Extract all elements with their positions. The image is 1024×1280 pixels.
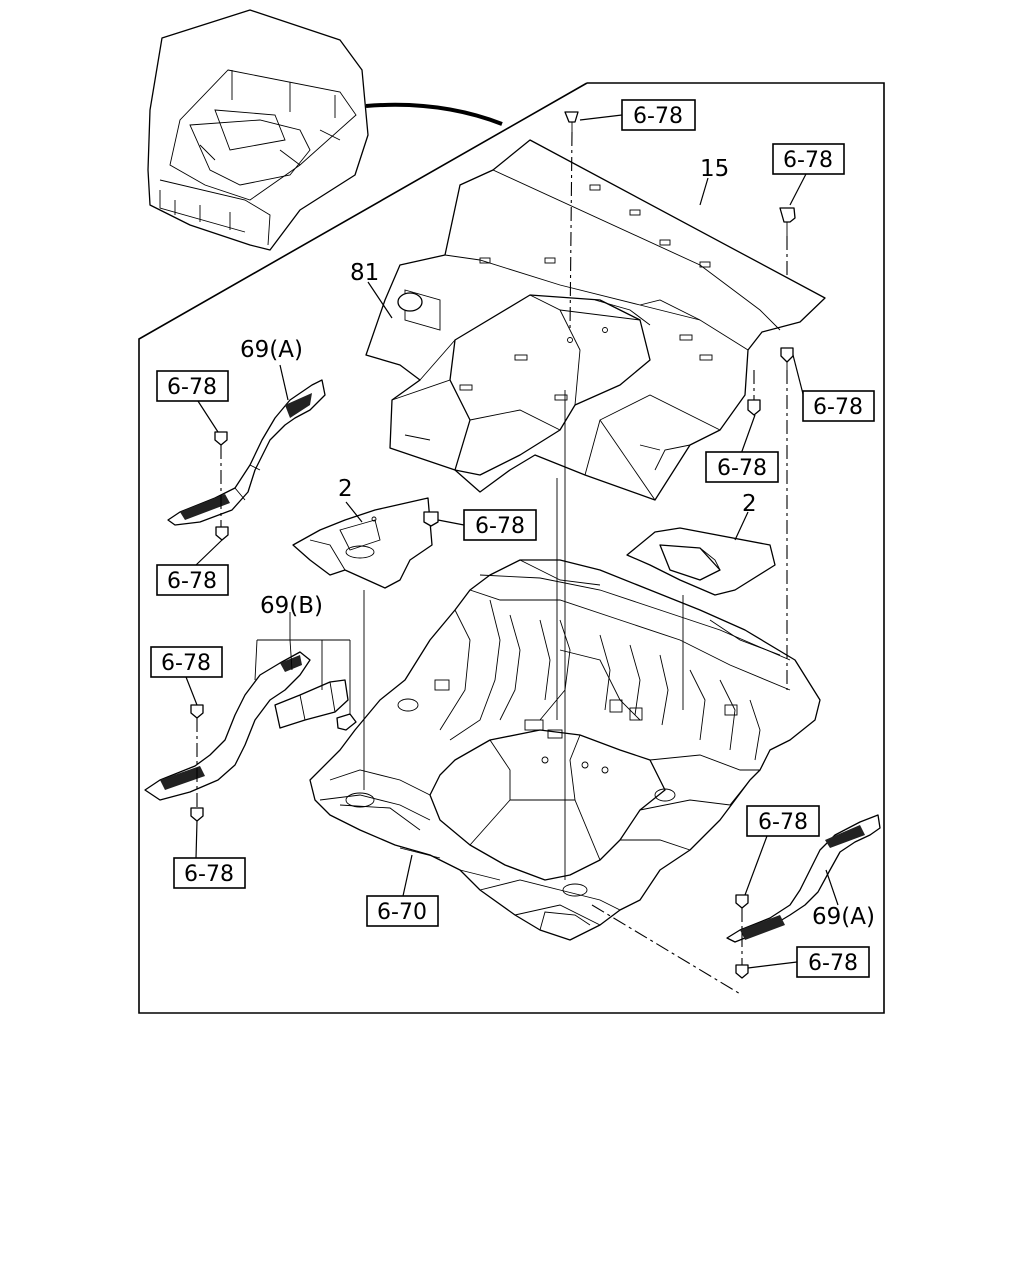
diagram-frame: [138, 82, 885, 1014]
svg-text:6-78: 6-78: [475, 514, 525, 539]
ref-box-right-bottom-upper[interactable]: 6-78: [746, 805, 820, 837]
ref-box-right-bottom-lower[interactable]: 6-78: [796, 946, 870, 978]
part-number-2-left: 2: [338, 476, 353, 502]
upper-floor-panel-15-81: [365, 139, 826, 501]
part-number-81: 81: [350, 260, 379, 286]
ref-box-left-b-top[interactable]: 6-78: [150, 646, 223, 678]
scuff-plate-69A-left: [167, 379, 326, 526]
svg-text:6-78: 6-78: [167, 375, 217, 400]
ref-box-right-mid[interactable]: 6-78: [802, 390, 875, 422]
ref-box-right-low[interactable]: 6-78: [705, 451, 779, 483]
leader-lines: [185, 114, 839, 969]
part-number-15: 15: [700, 156, 729, 182]
ref-box-center-clip[interactable]: 6-78: [463, 509, 537, 541]
cab-location-inset: [147, 9, 369, 251]
ref-box-left-mid[interactable]: 6-78: [156, 564, 229, 596]
part-number-69A-right: 69(A): [812, 904, 875, 930]
ref-box-floor[interactable]: 6-70: [366, 895, 439, 927]
part-number-69B: 69(B): [260, 593, 323, 619]
scuff-plate-69B-left: [144, 612, 357, 801]
ref-box-top-right[interactable]: 6-78: [772, 143, 845, 175]
ref-box-left-b-bottom[interactable]: 6-78: [173, 857, 246, 889]
svg-text:6-78: 6-78: [783, 148, 833, 173]
svg-text:6-78: 6-78: [813, 395, 863, 420]
alignment-lines: [196, 131, 788, 996]
clip-fasteners: [190, 111, 796, 979]
part-number-2-right: 2: [742, 491, 757, 517]
svg-text:6-78: 6-78: [808, 951, 858, 976]
ref-box-left-top[interactable]: 6-78: [156, 370, 229, 402]
scuff-plate-69A-right: [726, 814, 881, 943]
svg-text:6-78: 6-78: [167, 569, 217, 594]
svg-text:6-78: 6-78: [758, 810, 808, 835]
inset-leader-arrow: [365, 102, 503, 126]
svg-text:6-78: 6-78: [633, 104, 683, 129]
svg-text:6-70: 6-70: [377, 900, 427, 925]
cover-2-left: [292, 497, 433, 589]
part-number-69A-left: 69(A): [240, 337, 303, 363]
svg-text:6-78: 6-78: [717, 456, 767, 481]
ref-box-top-center[interactable]: 6-78: [621, 99, 696, 131]
svg-text:6-78: 6-78: [161, 651, 211, 676]
svg-text:6-78: 6-78: [184, 862, 234, 887]
cover-2-right: [626, 527, 776, 596]
